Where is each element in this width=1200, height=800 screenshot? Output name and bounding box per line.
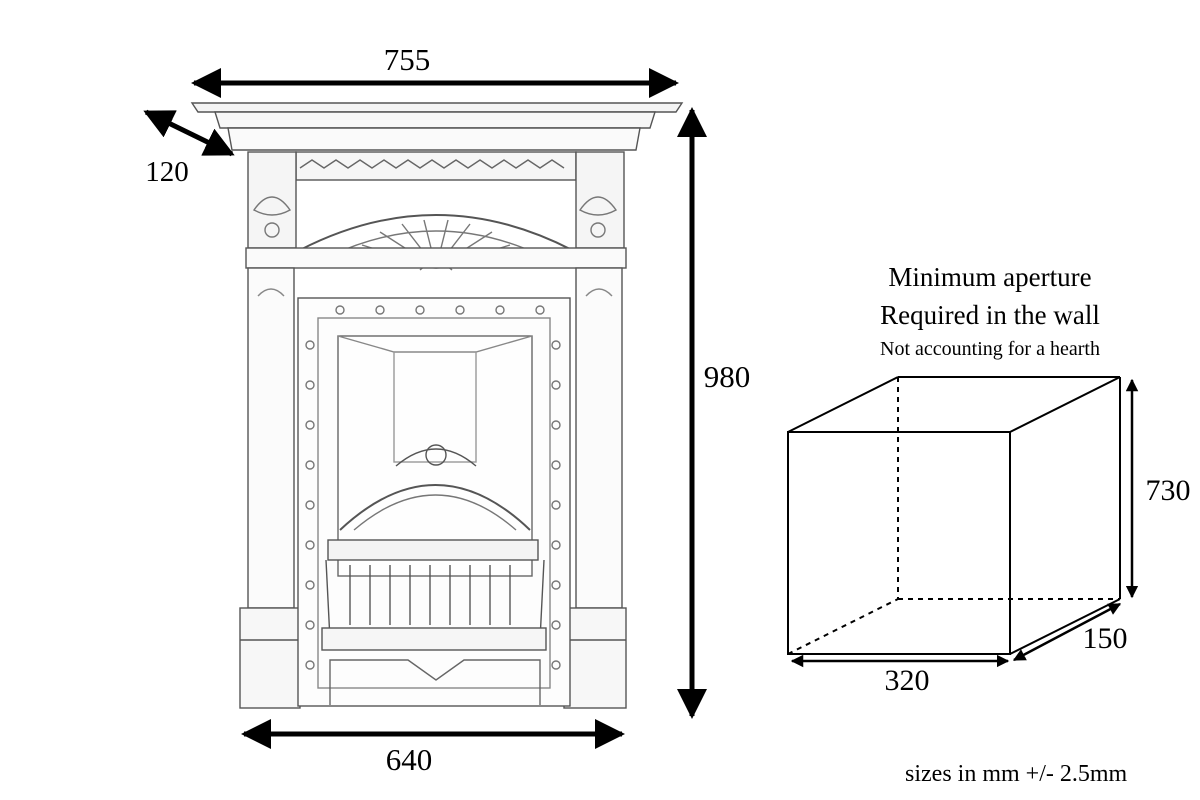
sizes-note: sizes in mm +/- 2.5mm — [905, 761, 1128, 787]
aperture-width-label: 320 — [885, 664, 930, 697]
aperture-title-line2: Required in the wall — [880, 300, 1100, 330]
aperture-title-line1: Minimum aperture — [888, 262, 1092, 292]
aperture-depth-label: 150 — [1083, 622, 1128, 655]
aperture-front-face — [787, 431, 1011, 655]
dimension-arrows — [143, 68, 707, 749]
arrow-aperture-depth — [1012, 602, 1122, 662]
depth-label: 120 — [145, 156, 189, 188]
width-top-label: 755 — [384, 42, 431, 77]
aperture-dimension-arrows — [790, 378, 1139, 668]
arrow-depth — [143, 109, 235, 157]
aperture-height-label: 730 — [1146, 474, 1191, 507]
width-bottom-label: 640 — [386, 742, 433, 777]
fireplace-illustration — [190, 102, 684, 709]
aperture-box — [787, 376, 1121, 655]
height-label: 980 — [704, 359, 751, 394]
aperture-subtitle: Not accounting for a hearth — [880, 338, 1100, 360]
